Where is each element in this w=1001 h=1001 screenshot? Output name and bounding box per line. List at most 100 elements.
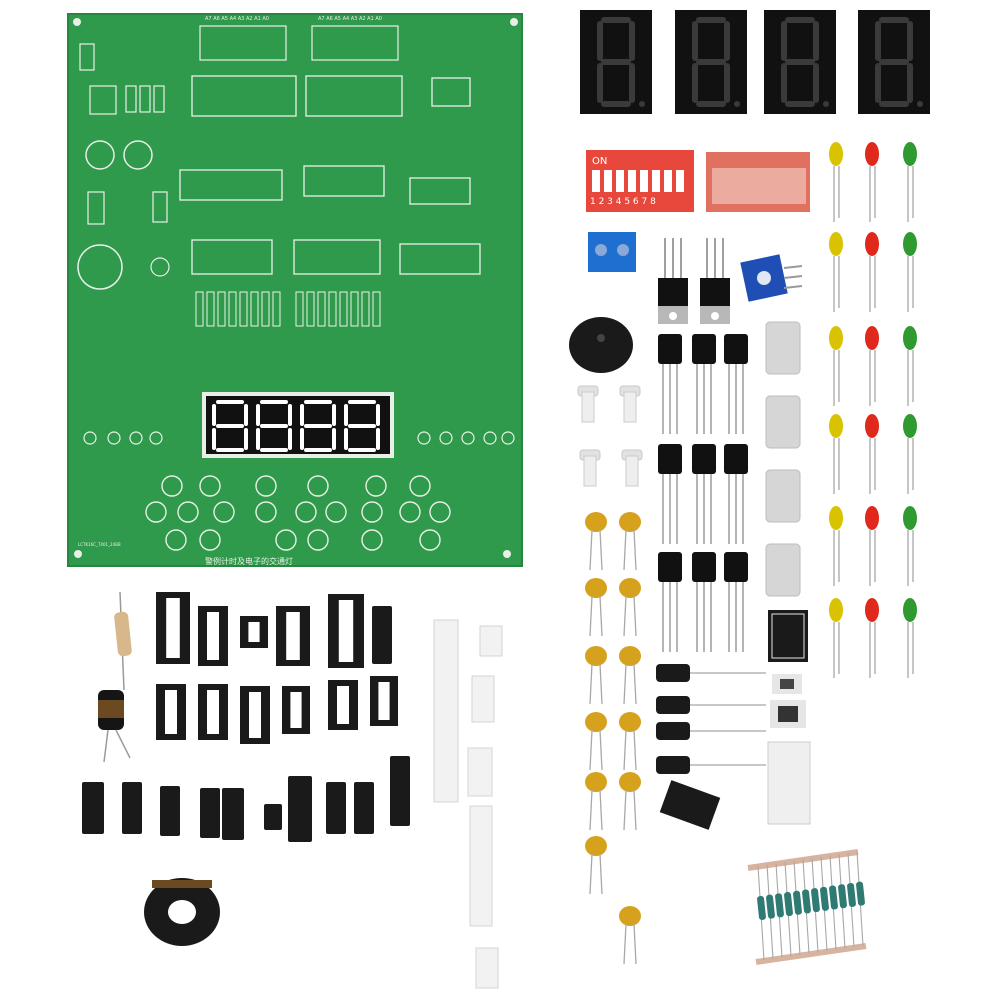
buzzer-hole [597,334,605,342]
smd-module-outline [771,613,805,659]
led-footprint [255,501,277,523]
grey-switch [765,543,801,597]
capacitor-lead [623,923,627,965]
ic-footprint [431,77,471,107]
led-body [903,142,917,166]
mounting-hole [510,18,518,26]
capacitor-lead [599,789,603,831]
ic-footprint [399,243,481,275]
inductor-winding [98,700,124,718]
small-led-footprint [461,431,475,445]
transistor-body [692,552,716,582]
inductor-lead [115,729,131,759]
ceramic-capacitors [585,512,641,965]
ceramic-capacitor [585,712,607,732]
resistor-body [766,894,775,919]
led-body [865,326,879,350]
decimal-point [734,101,740,107]
transistor-body [658,444,682,474]
capacitor-lead [633,663,637,705]
dip-ic [200,788,220,838]
electrolytic-body [656,722,690,740]
tactile-button [778,706,798,722]
dip-ic [122,782,142,834]
smd-tape-strips [433,619,503,989]
smd-module [768,610,808,662]
transistor-footprint [150,257,170,277]
dip-ic [264,804,282,830]
led-body [903,414,917,438]
dip-toggle [616,170,624,192]
led-footprint [177,501,199,523]
toroid-hole [168,900,196,924]
capacitor-lead [589,663,593,705]
potentiometer-pin [783,265,803,269]
silkscreen-bottom-title: 警例计时及电子的交通灯 [205,556,293,566]
capacitor-lead [633,595,637,637]
led-footprint [307,475,329,497]
seven-segment-digit [597,17,635,107]
toroid-inductor [144,878,220,946]
regulator-footprint [87,191,105,225]
smd-tape [479,625,503,657]
soic-chip [659,780,721,830]
small-led-footprint [439,431,453,445]
dip-footprint [311,25,399,61]
capacitor-lead [599,663,603,705]
toroid-winding [152,880,212,888]
dip-toggle [652,170,660,192]
led-body [829,142,843,166]
capacitor-footprint [85,140,115,170]
small-led-footprint [83,431,97,445]
led-footprint [199,529,221,551]
capacitor-lead [599,729,603,771]
capacitor-lead [623,595,627,637]
potentiometer-knob [757,271,771,285]
transistor-body [724,444,748,474]
dip-ic [390,756,410,826]
resistor-footprint [250,291,259,327]
resistor-footprint [306,291,315,327]
silkscreen-top-right: A7 A6 A5 A4 A3 A2 A1 A0 [318,16,382,22]
spacer-shaft [623,391,637,423]
capacitor-lead [589,529,593,571]
display-digit [212,400,248,452]
silkscreen-bottom-left: LCTK16C_T401_24BB [78,542,121,547]
resistor-footprint [328,291,337,327]
display-digit [300,400,336,452]
regulator-tab-hole [669,312,677,320]
grey-switch [765,395,801,449]
resistor-body [811,888,820,913]
capacitor-lead [589,595,593,637]
small-led-footprint [417,431,431,445]
resistor-body [829,885,838,910]
dip-toggle [604,170,612,192]
resistor-body [820,886,829,911]
buzzer-body [569,317,633,373]
decimal-point [639,101,645,107]
small-led-footprint [501,431,515,445]
ic-socket-cavity [378,682,390,720]
spacer-shaft [625,455,639,487]
dip-footprint [199,25,287,61]
ceramic-capacitor [619,512,641,532]
spacer-shaft [583,455,597,487]
buzzer [569,317,633,373]
led-body [829,506,843,530]
led-footprint [295,501,317,523]
terminal-screw [595,244,607,256]
led-footprint [165,529,187,551]
resistor-footprint [239,291,248,327]
dip-ic [222,788,244,840]
resistor-body [847,882,856,907]
ic-footprints [179,75,481,275]
dip-toggle [640,170,648,192]
ic-socket-cavity [249,692,261,738]
ic-socket-cavity [286,612,300,660]
dip-ic [326,782,346,834]
seven-segment-displays [580,10,930,114]
led-footprint [365,475,387,497]
transistor-body [692,444,716,474]
resistor-footprints [195,291,381,327]
